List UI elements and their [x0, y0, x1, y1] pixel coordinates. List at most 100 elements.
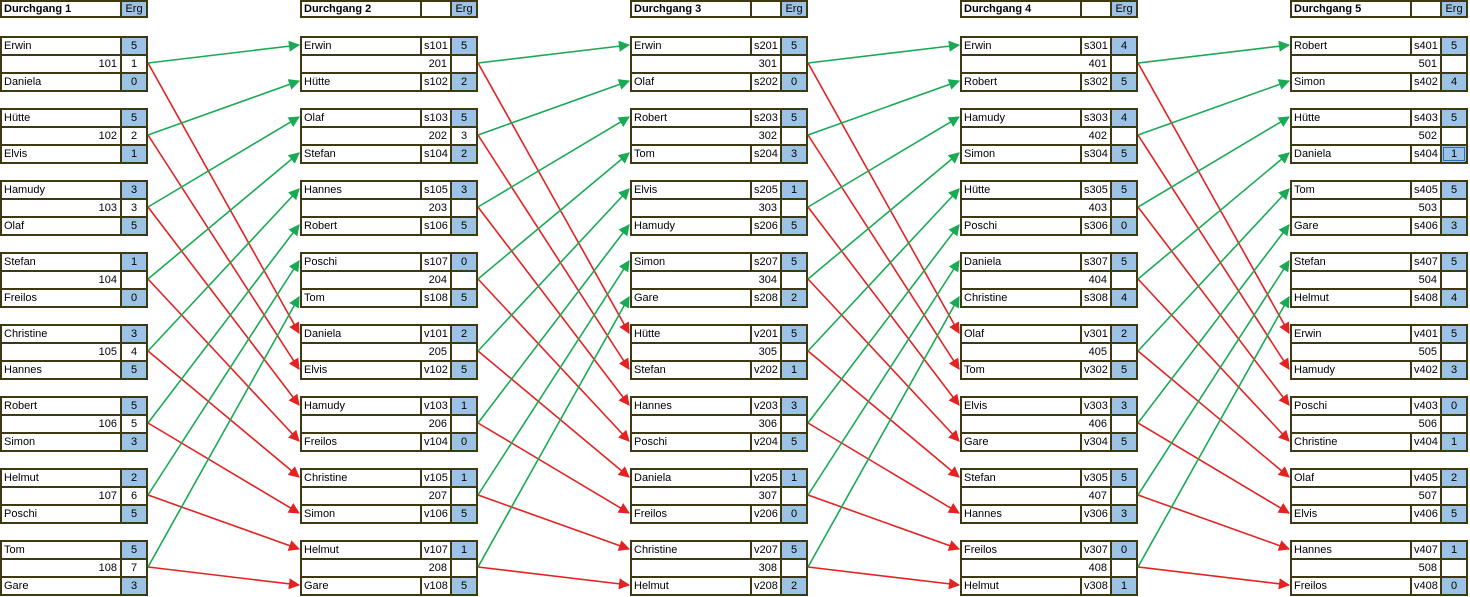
game-number[interactable] [782, 272, 806, 288]
seed-code[interactable]: v206 [752, 506, 782, 522]
player-name[interactable]: Daniela [2, 74, 122, 90]
player-name[interactable]: Freilos [1292, 578, 1412, 594]
player-score[interactable]: 4 [1112, 290, 1136, 306]
seed-code[interactable]: s105 [422, 182, 452, 198]
seed-code[interactable]: v108 [422, 578, 452, 594]
game-number[interactable]: 3 [460, 130, 468, 142]
player-score[interactable]: 0 [782, 506, 806, 522]
player-name[interactable]: Erwin [2, 38, 122, 54]
seed-code[interactable]: v105 [422, 470, 452, 486]
player-name[interactable]: Erwin [1292, 326, 1412, 342]
player-score[interactable]: 1 [782, 182, 806, 198]
player-name[interactable]: Helmut [302, 542, 422, 558]
player-name[interactable]: Christine [962, 290, 1082, 306]
seed-code[interactable]: s301 [1082, 38, 1112, 54]
player-score[interactable]: 0 [1112, 218, 1136, 234]
player-score[interactable]: 5 [1112, 254, 1136, 270]
seed-code[interactable]: s401 [1412, 38, 1442, 54]
player-name[interactable]: Hannes [302, 182, 422, 198]
match-number[interactable]: 105 [2, 344, 122, 360]
player-name[interactable]: Stefan [962, 470, 1082, 486]
player-score[interactable]: 5 [452, 506, 476, 522]
result-column-header[interactable]: Erg [1442, 2, 1466, 16]
match-number[interactable]: 301 [632, 56, 782, 72]
game-number[interactable] [1442, 416, 1466, 432]
player-score[interactable]: 5 [452, 362, 476, 378]
player-name[interactable]: Robert [302, 218, 422, 234]
player-name[interactable]: Freilos [302, 434, 422, 450]
player-name[interactable]: Hannes [962, 506, 1082, 522]
player-score-selected[interactable]: 1 [1442, 146, 1466, 162]
player-score[interactable]: 5 [782, 218, 806, 234]
player-name[interactable]: Simon [302, 506, 422, 522]
match-number[interactable]: 207 [302, 488, 452, 504]
player-name[interactable]: Olaf [302, 110, 422, 126]
result-column-header[interactable]: Erg [122, 2, 146, 16]
match-number[interactable]: 505 [1292, 344, 1442, 360]
player-name[interactable]: Gare [2, 578, 122, 594]
round-title[interactable]: Durchgang 1 [2, 2, 122, 16]
player-name[interactable]: Tom [2, 542, 122, 558]
seed-code[interactable]: s403 [1412, 110, 1442, 126]
game-number[interactable] [782, 56, 806, 72]
player-name[interactable]: Simon [1292, 74, 1412, 90]
seed-code[interactable]: v405 [1412, 470, 1442, 486]
game-number[interactable] [782, 344, 806, 360]
player-score[interactable]: 1 [1112, 578, 1136, 594]
player-score[interactable]: 1 [452, 470, 476, 486]
game-number[interactable] [1442, 488, 1466, 504]
match-number[interactable]: 403 [962, 200, 1112, 216]
player-score[interactable]: 5 [122, 110, 146, 126]
seed-code[interactable]: s406 [1412, 218, 1442, 234]
player-score[interactable]: 5 [452, 578, 476, 594]
game-number[interactable]: 1 [130, 58, 138, 70]
seed-code[interactable]: s101 [422, 38, 452, 54]
player-name[interactable]: Stefan [632, 362, 752, 378]
game-number[interactable] [1442, 56, 1466, 72]
seed-code[interactable]: v303 [1082, 398, 1112, 414]
player-name[interactable]: Gare [962, 434, 1082, 450]
player-name[interactable]: Helmut [962, 578, 1082, 594]
match-number[interactable]: 104 [2, 272, 122, 288]
match-number[interactable]: 206 [302, 416, 452, 432]
player-score[interactable]: 5 [1112, 182, 1136, 198]
player-name[interactable]: Freilos [2, 290, 122, 306]
seed-code[interactable]: v104 [422, 434, 452, 450]
game-number[interactable] [1112, 488, 1136, 504]
player-score[interactable]: 5 [782, 542, 806, 558]
player-name[interactable]: Christine [302, 470, 422, 486]
player-score[interactable]: 5 [122, 398, 146, 414]
match-number[interactable]: 507 [1292, 488, 1442, 504]
player-score[interactable]: 5 [1442, 254, 1466, 270]
player-name[interactable]: Freilos [962, 542, 1082, 558]
match-number[interactable]: 506 [1292, 416, 1442, 432]
seed-code[interactable]: v301 [1082, 326, 1112, 342]
game-number[interactable] [1112, 416, 1136, 432]
seed-code[interactable]: s106 [422, 218, 452, 234]
player-name[interactable]: Hütte [2, 110, 122, 126]
player-score[interactable]: 5 [1112, 362, 1136, 378]
match-number[interactable]: 402 [962, 128, 1112, 144]
game-number[interactable] [782, 416, 806, 432]
player-name[interactable]: Simon [2, 434, 122, 450]
seed-code[interactable]: s203 [752, 110, 782, 126]
player-name[interactable]: Daniela [1292, 146, 1412, 162]
game-number[interactable] [1112, 344, 1136, 360]
player-name[interactable]: Hannes [1292, 542, 1412, 558]
player-score[interactable]: 5 [1442, 506, 1466, 522]
player-score[interactable]: 3 [1442, 218, 1466, 234]
seed-code[interactable]: v102 [422, 362, 452, 378]
round-title[interactable]: Durchgang 2 [302, 2, 422, 16]
player-name[interactable]: Olaf [2, 218, 122, 234]
game-number[interactable]: 5 [130, 418, 138, 430]
seed-code[interactable]: s308 [1082, 290, 1112, 306]
game-number[interactable]: 7 [130, 562, 138, 574]
seed-code[interactable]: s103 [422, 110, 452, 126]
seed-code[interactable]: v408 [1412, 578, 1442, 594]
seed-code[interactable]: v406 [1412, 506, 1442, 522]
seed-code[interactable]: s205 [752, 182, 782, 198]
player-score[interactable]: 5 [1442, 326, 1466, 342]
player-score[interactable]: 1 [122, 146, 146, 162]
player-name[interactable]: Robert [1292, 38, 1412, 54]
player-score[interactable]: 5 [782, 38, 806, 54]
